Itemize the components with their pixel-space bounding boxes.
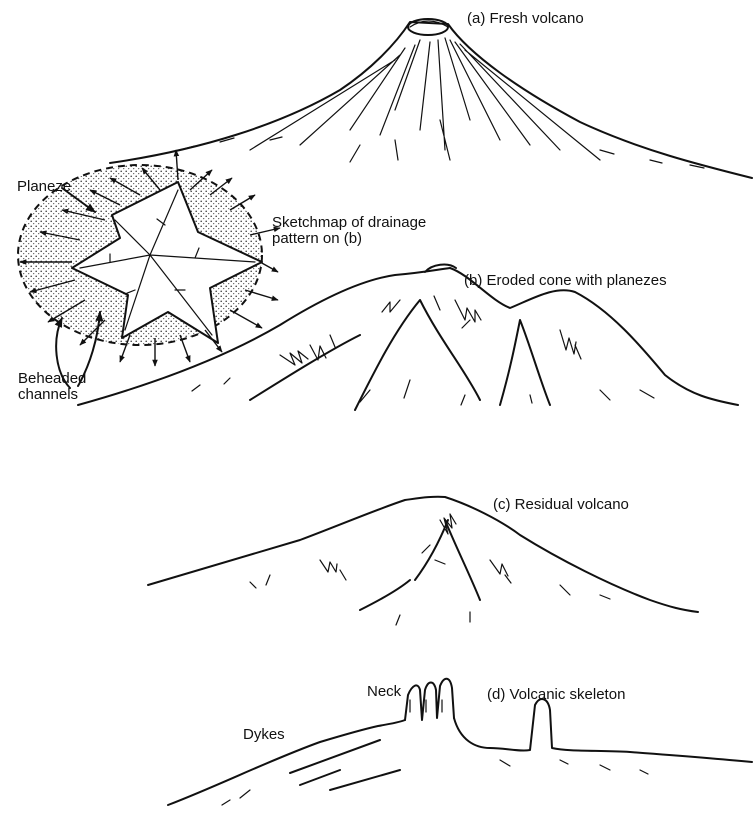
panel-d-label: (d) Volcanic skeleton — [487, 686, 625, 703]
residual-volcano-drawing — [148, 497, 698, 625]
panel-b-label: (b) Eroded cone with planezes — [464, 272, 667, 289]
dykes-label: Dykes — [243, 726, 285, 743]
sketchmap-label-line2: pattern on (b) — [272, 230, 362, 247]
planeze-label: Planeze — [17, 178, 71, 195]
panel-c-label: (c) Residual volcano — [493, 496, 629, 513]
sketchmap-label-line1: Sketchmap of drainage — [272, 214, 426, 231]
fresh-volcano-drawing — [110, 19, 752, 178]
beheaded-label-line1: Beheaded — [18, 370, 86, 387]
beheaded-label-line2: channels — [18, 386, 78, 403]
neck-label: Neck — [367, 683, 401, 700]
panel-a-label: (a) Fresh volcano — [467, 10, 584, 27]
